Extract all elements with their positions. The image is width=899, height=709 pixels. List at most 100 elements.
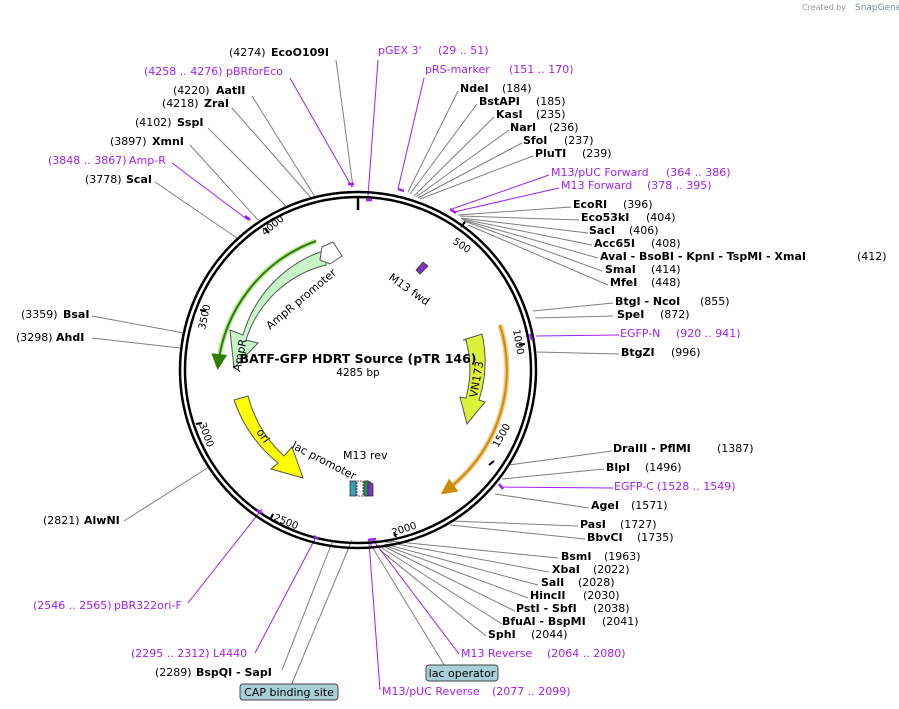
lac-operator-label: lac operator: [429, 667, 496, 680]
ampr-line-arrow[interactable]: [211, 240, 317, 370]
svg-text:500: 500: [450, 236, 472, 256]
svg-text:(2038): (2038): [593, 602, 630, 615]
site-bfuai-bspmi[interactable]: BfuAI - BspMI: [502, 615, 586, 628]
site-nari[interactable]: NarI: [510, 121, 536, 134]
site-sspi[interactable]: SspI: [177, 116, 203, 129]
credit-text: Created by: [802, 3, 846, 12]
svg-text:(2546 .. 2565): (2546 .. 2565): [33, 599, 112, 612]
svg-text:(2289): (2289): [155, 666, 192, 679]
site-ecori[interactable]: EcoRI: [573, 198, 607, 211]
svg-text:(1571): (1571): [631, 499, 668, 512]
left-labels: (4274) EcoO109I (4258 .. 4276) pBRforEco…: [16, 46, 329, 679]
primer-m13-forward[interactable]: M13 Forward: [561, 179, 632, 192]
primer-amp-r[interactable]: Amp-R: [129, 154, 166, 167]
site-blpi[interactable]: BlpI: [606, 461, 630, 474]
svg-text:(412): (412): [857, 250, 887, 263]
site-draiii-pflmi[interactable]: DraIII - PflMI: [613, 442, 691, 455]
site-bsai[interactable]: BsaI: [63, 308, 89, 321]
primer-egfp-n[interactable]: EGFP-N: [620, 327, 660, 340]
site-btgi-ncoi[interactable]: BtgI - NcoI: [615, 295, 680, 308]
primer-m13-reverse[interactable]: M13 Reverse: [461, 647, 532, 660]
svg-text:(855): (855): [700, 295, 730, 308]
site-sphi[interactable]: SphI: [488, 628, 516, 641]
site-btgzi[interactable]: BtgZI: [621, 346, 655, 359]
svg-text:(3848 .. 3867): (3848 .. 3867): [48, 154, 127, 167]
lac-operator-tag[interactable]: [425, 664, 499, 682]
svg-text:(2295 .. 2312): (2295 .. 2312): [131, 647, 210, 660]
site-xmni[interactable]: XmnI: [152, 135, 184, 148]
svg-text:(1727): (1727): [620, 518, 657, 531]
svg-text:(4220): (4220): [173, 84, 210, 97]
svg-text:(185): (185): [536, 95, 566, 108]
primer-sites: [244, 182, 534, 542]
primer-pgex3[interactable]: pGEX 3': [378, 44, 422, 57]
primer-m13-puc-reverse[interactable]: M13/pUC Reverse: [382, 685, 480, 698]
site-ahdi[interactable]: AhdI: [56, 331, 84, 344]
lac-promoter-feature[interactable]: [356, 480, 364, 497]
m13-fwd-feature[interactable]: [415, 261, 429, 275]
svg-text:(1528 .. 1549): (1528 .. 1549): [657, 480, 736, 493]
primer-pbrforeco[interactable]: pBRforEco: [226, 65, 283, 78]
primer-m13-puc-forward[interactable]: M13/pUC Forward: [551, 166, 649, 179]
site-pasi[interactable]: PasI: [580, 518, 606, 531]
svg-text:(29 .. 51): (29 .. 51): [438, 44, 489, 57]
site-acc65i[interactable]: Acc65I: [594, 237, 635, 250]
site-eco53ki[interactable]: Eco53kI: [581, 211, 629, 224]
svg-text:(237): (237): [564, 134, 594, 147]
site-mfei[interactable]: MfeI: [610, 276, 637, 289]
svg-text:(408): (408): [651, 237, 681, 250]
site-ndei[interactable]: NdeI: [460, 82, 489, 95]
primer-pbr322ori-f[interactable]: pBR322ori-F: [114, 599, 182, 612]
site-bstapi[interactable]: BstAPI: [479, 95, 520, 108]
svg-text:(2030): (2030): [583, 589, 620, 602]
site-ecoo109i[interactable]: EcoO109I: [271, 46, 329, 59]
svg-text:(4274): (4274): [229, 46, 266, 59]
vn173-feature[interactable]: [459, 333, 486, 426]
site-saci[interactable]: SacI: [589, 224, 615, 237]
primer-prs-marker[interactable]: pRS-marker: [425, 63, 490, 76]
svg-text:(404): (404): [646, 211, 676, 224]
primer-l4440[interactable]: L4440: [213, 647, 247, 660]
site-avai-group[interactable]: AvaI - BsoBI - KpnI - TspMI - XmaI: [600, 250, 806, 263]
site-kasi[interactable]: KasI: [496, 108, 523, 121]
site-bsmi[interactable]: BsmI: [561, 550, 592, 563]
ampr-promoter-arrow[interactable]: [319, 241, 343, 265]
site-sfoi[interactable]: SfoI: [523, 134, 547, 147]
site-pluti[interactable]: PluTI: [535, 147, 566, 160]
lac-operator-feature[interactable]: [363, 480, 369, 497]
ori-feature[interactable]: [233, 395, 304, 479]
svg-text:(406): (406): [629, 224, 659, 237]
svg-text:(4258 .. 4276): (4258 .. 4276): [144, 65, 223, 78]
ampr-promoter-label: AmpR promoter: [264, 266, 340, 332]
site-scai[interactable]: ScaI: [126, 173, 152, 186]
site-aatii[interactable]: AatII: [216, 84, 245, 97]
svg-text:(1963): (1963): [604, 550, 641, 563]
svg-text:(378 .. 395): (378 .. 395): [647, 179, 712, 192]
site-smai[interactable]: SmaI: [605, 263, 636, 276]
right-labels: pGEX 3' (29 .. 51) pRS-marker (151 .. 17…: [378, 44, 887, 698]
site-sali[interactable]: SalI: [541, 576, 564, 589]
site-alwni[interactable]: AlwNI: [84, 514, 120, 527]
svg-text:(236): (236): [549, 121, 579, 134]
site-hincii[interactable]: HincII: [530, 589, 566, 602]
site-agei[interactable]: AgeI: [591, 499, 619, 512]
gfp-feature-arrow[interactable]: [440, 324, 508, 495]
svg-text:(4102): (4102): [135, 116, 172, 129]
site-zrai[interactable]: ZraI: [204, 97, 229, 110]
cap-binding-site-tag[interactable]: [239, 683, 339, 701]
svg-text:(4218): (4218): [162, 97, 199, 110]
primer-egfp-c[interactable]: EGFP-C: [614, 480, 654, 493]
site-xbai[interactable]: XbaI: [552, 563, 580, 576]
cap-binding-feature[interactable]: [349, 480, 357, 497]
site-psti-sbfi[interactable]: PstI - SbfI: [516, 602, 577, 615]
svg-text:(414): (414): [651, 263, 681, 276]
svg-text:(1735): (1735): [637, 531, 674, 544]
site-spei[interactable]: SpeI: [617, 308, 644, 321]
site-bspqi-sapi[interactable]: BspQI - SapI: [196, 666, 272, 679]
site-bbvci[interactable]: BbvCI: [587, 531, 623, 544]
m13-rev-feature[interactable]: [367, 480, 374, 497]
ampr-feature[interactable]: [229, 249, 327, 370]
svg-text:(3359): (3359): [21, 308, 58, 321]
svg-text:(920 .. 941): (920 .. 941): [676, 327, 741, 340]
